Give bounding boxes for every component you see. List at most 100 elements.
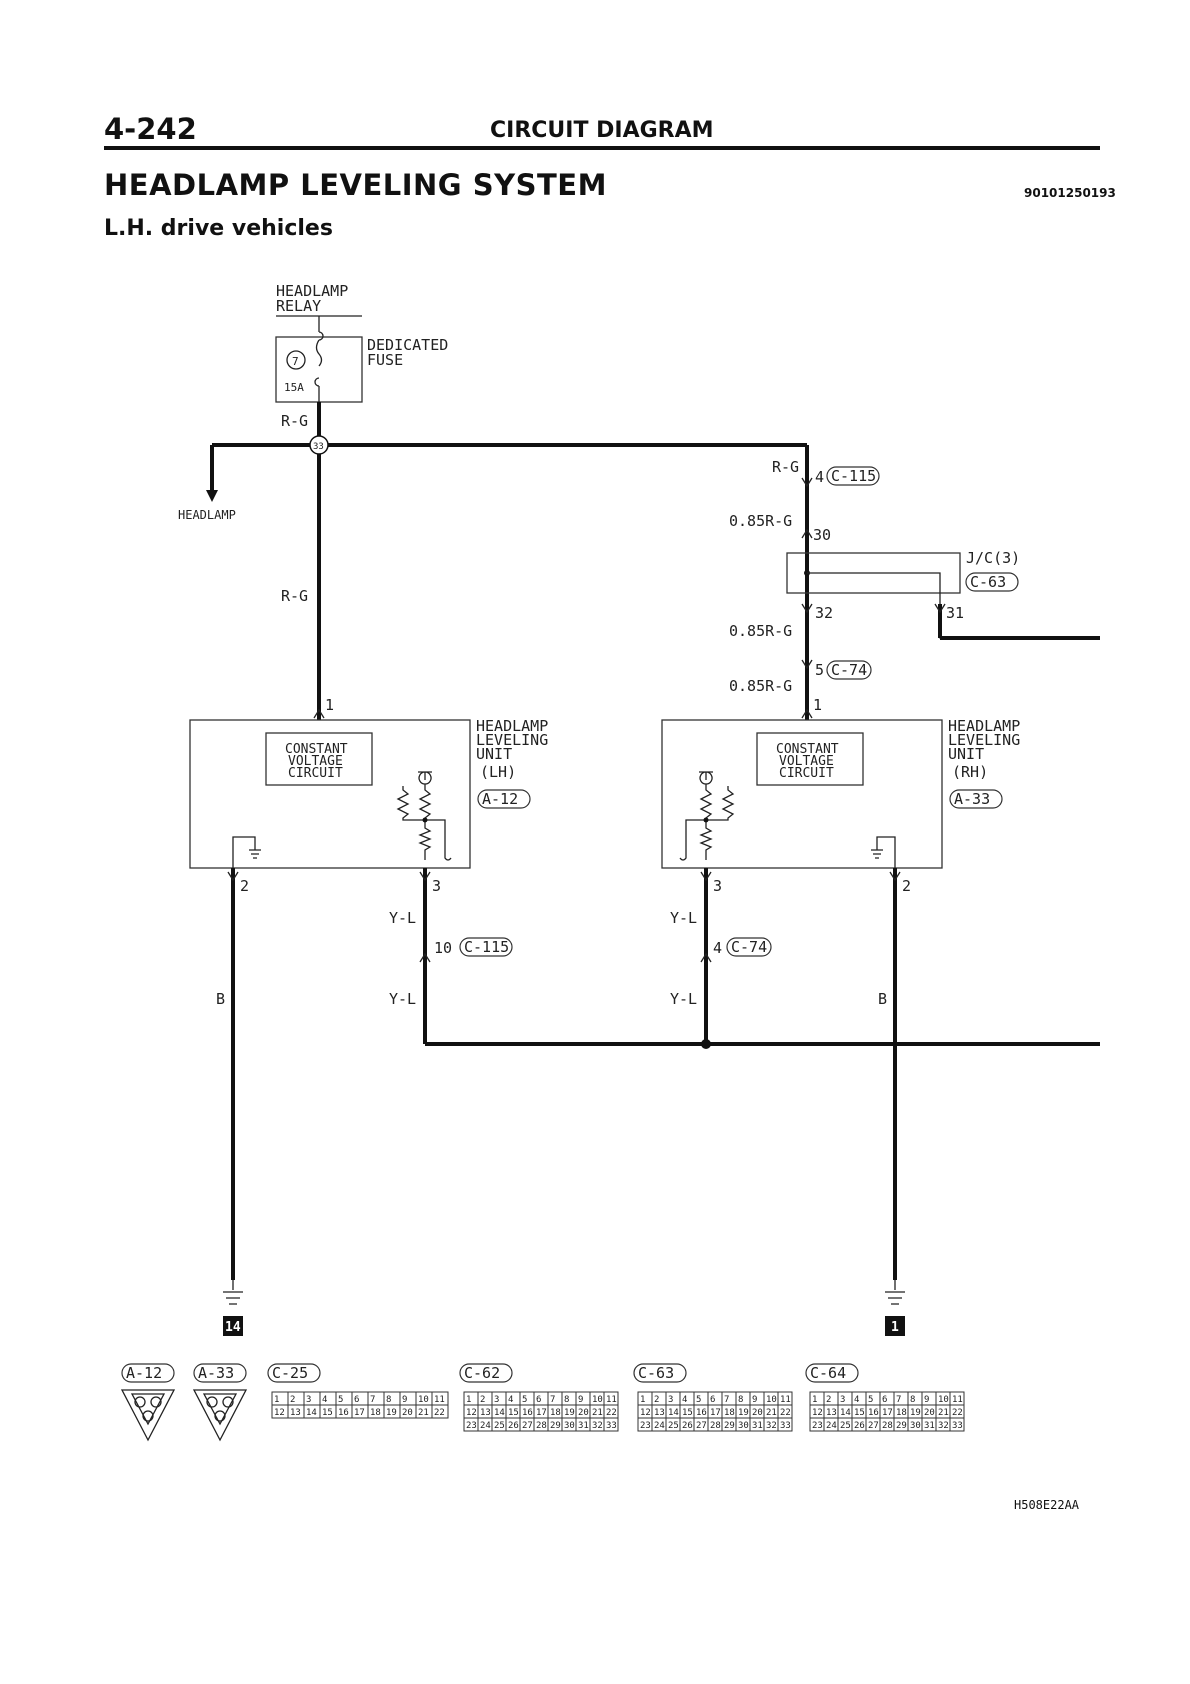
wire-label-rg-1: R-G	[281, 412, 308, 430]
connector-pin-number: 1	[812, 1395, 817, 1405]
ground-1-label: 1	[891, 1320, 899, 1335]
fuse-number-circle	[286, 350, 306, 370]
connector-pin-number: 13	[290, 1408, 301, 1418]
pin-arrow-icon	[801, 708, 813, 719]
cvc-box-rh	[756, 732, 864, 786]
connector-pin-number: 17	[710, 1408, 721, 1418]
connector-tag-c115-top	[826, 466, 880, 486]
connector-pin-number: 3	[840, 1395, 845, 1405]
connector-pin-number: 14	[306, 1408, 317, 1418]
connector-pin-number: 4	[682, 1395, 687, 1405]
connector-tag-c74-top	[826, 660, 872, 680]
potentiometer-icon	[679, 771, 735, 861]
connector-pin-number: 10	[592, 1395, 603, 1405]
pin-arrow-icon	[313, 708, 325, 719]
connector-pin-number: 18	[896, 1408, 907, 1418]
ground-14-label: 14	[225, 1320, 241, 1335]
pin-4-c74: 4	[713, 939, 722, 957]
connector-c63: C-63	[970, 573, 1006, 591]
fuse-label-1: DEDICATED	[367, 336, 448, 354]
connector-pin-number: 17	[354, 1408, 365, 1418]
connector-pin-number: 30	[738, 1421, 749, 1431]
connector-c74-top: C-74	[831, 661, 867, 679]
subtitle: L.H. drive vehicles	[104, 216, 333, 241]
connector-pin-number: 29	[896, 1421, 907, 1431]
connector-pin-number: 17	[536, 1408, 547, 1418]
connector-pin-number: 12	[466, 1408, 477, 1418]
connector-pin-number: 3	[306, 1395, 311, 1405]
connector-pin-cell	[777, 1417, 793, 1432]
connector-a12-inner-icon	[130, 1393, 166, 1426]
connector-a33: A-33	[954, 790, 990, 808]
wire-label-b-rh: B	[878, 990, 887, 1008]
connector-pin-number: 21	[938, 1408, 949, 1418]
unit-lh-side: (LH)	[480, 763, 516, 781]
connector-pin-number: 1	[640, 1395, 645, 1405]
connector-pin-number: 28	[882, 1421, 893, 1431]
splice-number: 33	[313, 442, 324, 452]
pin-arrow-icon	[227, 871, 239, 882]
potentiometer-icon	[396, 771, 452, 861]
connector-pin-number: 33	[952, 1421, 963, 1431]
connector-a33-inner-icon	[202, 1393, 238, 1426]
connector-pin-number: 6	[536, 1395, 541, 1405]
pin-arrow-icon	[419, 952, 431, 963]
connector-pin-number: 23	[640, 1421, 651, 1431]
connector-pin-number: 31	[752, 1421, 763, 1431]
connector-pin-number: 25	[840, 1421, 851, 1431]
connector-pin-number: 9	[752, 1395, 757, 1405]
connector-pin-number: 6	[354, 1395, 359, 1405]
chassis-ground-icon	[232, 836, 261, 868]
legend-tag-a33	[193, 1363, 247, 1383]
wire-label-b-lh: B	[216, 990, 225, 1008]
fuse-element-icon	[314, 316, 324, 402]
relay-label-2: RELAY	[276, 297, 321, 315]
connector-pin-number: 16	[868, 1408, 879, 1418]
connector-pin-number: 22	[952, 1408, 963, 1418]
connector-a33-face-icon	[192, 1389, 248, 1442]
wire-label-rg-3: R-G	[772, 458, 799, 476]
pin-4-c115: 4	[815, 468, 824, 486]
connector-pin-number: 28	[536, 1421, 547, 1431]
pin-3-rh: 3	[713, 877, 722, 895]
connector-pin-cell	[949, 1417, 965, 1432]
pin-circle	[222, 1396, 234, 1408]
connector-c115-top: C-115	[831, 467, 876, 485]
connector-pin-number: 23	[466, 1421, 477, 1431]
splice-33	[309, 435, 329, 455]
connector-pin-number: 5	[696, 1395, 701, 1405]
jc-label: J/C(3)	[966, 549, 1020, 567]
pin-circle	[206, 1396, 218, 1408]
node-dot	[703, 817, 709, 823]
connector-pin-number: 22	[780, 1408, 791, 1418]
connector-pin-number: 2	[290, 1395, 295, 1405]
wire-label-yl-2: Y-L	[389, 990, 416, 1008]
connector-tag-a12	[477, 789, 531, 809]
connector-pin-number: 3	[668, 1395, 673, 1405]
connector-pin-number: 11	[606, 1395, 617, 1405]
connector-pin-number: 5	[868, 1395, 873, 1405]
connector-pin-number: 4	[854, 1395, 859, 1405]
connector-pin-number: 9	[402, 1395, 407, 1405]
connector-pin-number: 24	[654, 1421, 665, 1431]
ground-icon	[885, 1280, 905, 1305]
pin-circle	[134, 1396, 146, 1408]
connector-pin-number: 20	[402, 1408, 413, 1418]
connector-pin-number: 12	[274, 1408, 285, 1418]
cvc-rh-line2: VOLTAGE	[779, 754, 834, 769]
legend-c25: C-25	[272, 1364, 308, 1382]
legend-tag-c63	[633, 1363, 687, 1383]
connector-pin-number: 11	[952, 1395, 963, 1405]
connector-pin-number: 32	[938, 1421, 949, 1431]
legend-c64: C-64	[810, 1364, 846, 1382]
pin-arrow-icon	[700, 952, 712, 963]
connector-pin-number: 1	[466, 1395, 471, 1405]
connector-pin-number: 15	[508, 1408, 519, 1418]
connector-pin-number: 7	[724, 1395, 729, 1405]
connector-pin-number: 26	[854, 1421, 865, 1431]
pin-arrow-icon	[934, 603, 946, 614]
